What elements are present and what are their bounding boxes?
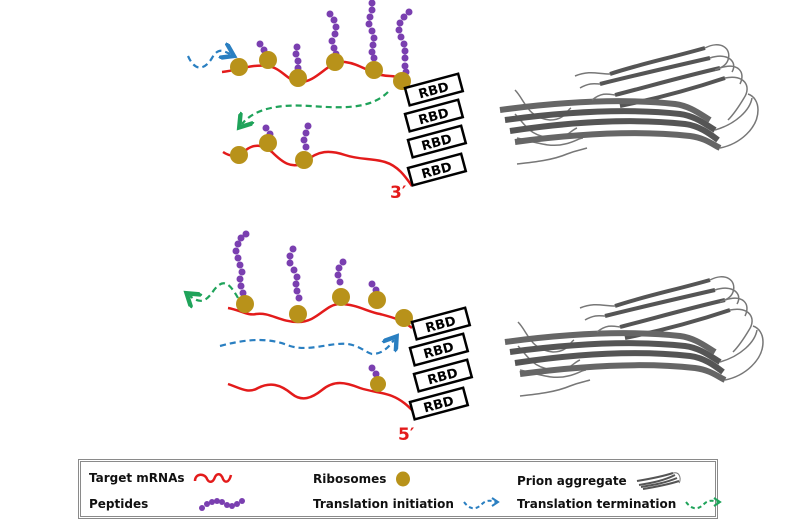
rbd-stack: RBD RBD RBD RBD [403, 72, 588, 187]
rbd-box [408, 332, 470, 367]
legend-label: Translation initiation [313, 497, 454, 511]
target-mrna [221, 60, 414, 93]
legend-label: Peptides [89, 497, 149, 511]
target-mrna [222, 144, 414, 187]
legend-label: Translation termination [517, 497, 677, 511]
ribosome-icon [396, 471, 411, 487]
target-mrna [227, 302, 413, 329]
legend: Target mRNAs Peptides Ribosomes Translat… [78, 459, 723, 519]
ribosome [370, 376, 386, 392]
top-panel: RBD RBD RBD RBD 3′ [186, 0, 758, 203]
rbd-box [403, 72, 465, 107]
prion-aggregate-icon [636, 472, 681, 490]
three-prime-label: 3′ [390, 183, 407, 203]
bottom-panel: RBD RBD RBD RBD 5′ [190, 230, 763, 445]
initiation-arrow-icon [463, 497, 500, 510]
rbd-box [406, 124, 468, 159]
legend-item-peptides: Peptides [89, 496, 266, 512]
termination-arrow-icon [685, 497, 723, 510]
diagram: RBD RBD RBD RBD 3′ [0, 0, 800, 445]
rbd-stack: RBD RBD RBD RBD [408, 306, 591, 421]
rbd-box [408, 386, 470, 421]
rbd-box [412, 358, 474, 393]
peptide [232, 230, 380, 302]
translation-initiation-arrow [219, 340, 394, 356]
legend-item-translation-termination: Translation termination [517, 496, 724, 512]
legend-item-translation-initiation: Translation initiation [313, 496, 502, 512]
five-prime-label: 5′ [398, 425, 415, 445]
rbd-box [403, 98, 465, 133]
translation-termination-arrow [242, 91, 389, 124]
peptide [262, 122, 312, 151]
legend-label: Target mRNAs [89, 471, 185, 485]
translation-termination-arrow [190, 282, 239, 301]
mrna-icon [193, 473, 232, 483]
peptide [256, 0, 413, 76]
rbd-box [410, 306, 472, 341]
translation-initiation-arrow [186, 51, 230, 69]
legend-item-prion-aggregate: Prion aggregate [517, 471, 683, 491]
peptide-icon [199, 498, 246, 511]
legend-item-ribosomes: Ribosomes [313, 471, 412, 487]
prion-aggregate [500, 45, 758, 148]
legend-label: Prion aggregate [517, 474, 627, 488]
ribosome [230, 51, 411, 90]
legend-item-target-mrnas: Target mRNAs [89, 471, 235, 485]
prion-aggregate [505, 277, 763, 380]
legend-label: Ribosomes [313, 472, 387, 486]
target-mrna [227, 381, 415, 413]
rbd-box [406, 152, 468, 187]
ribosome [230, 134, 313, 169]
ribosome [236, 288, 413, 327]
peptide [368, 364, 380, 378]
